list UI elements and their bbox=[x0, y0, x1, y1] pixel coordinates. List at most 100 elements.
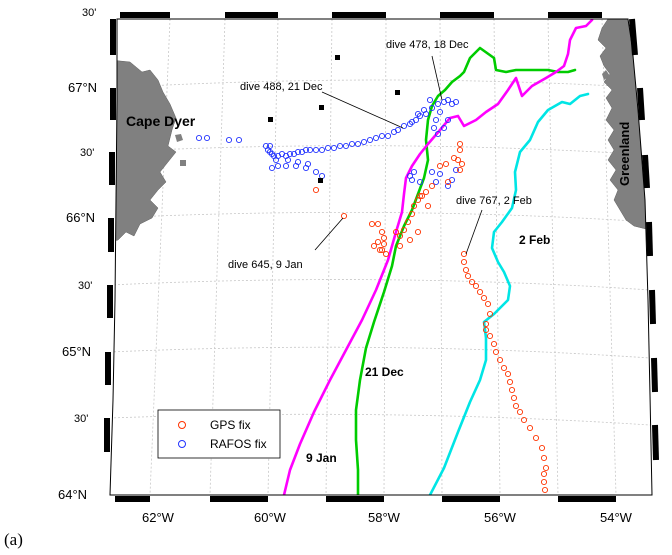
lat-label: 66°N bbox=[66, 210, 95, 225]
rafos-fix bbox=[400, 122, 408, 130]
gps-fix bbox=[444, 178, 452, 186]
rafos-fix bbox=[330, 144, 338, 152]
rafos-fix bbox=[444, 116, 452, 124]
square-marker bbox=[335, 55, 340, 60]
rafos-fix bbox=[282, 162, 290, 170]
gps-fix bbox=[370, 242, 378, 250]
gps-fix bbox=[406, 236, 414, 244]
gps-fix bbox=[382, 250, 390, 258]
rafos-fix bbox=[372, 134, 380, 142]
meridian-59w bbox=[325, 19, 333, 495]
gps-fix bbox=[392, 228, 400, 236]
gps-fix bbox=[380, 234, 388, 242]
rafos-fix bbox=[286, 150, 294, 158]
rafos-fix bbox=[360, 138, 368, 146]
rafos-fix bbox=[430, 124, 438, 132]
gps-fix bbox=[378, 246, 386, 254]
gps-fix bbox=[414, 228, 422, 236]
meridian-62w bbox=[149, 19, 171, 495]
gps-fix bbox=[500, 364, 508, 372]
gps-fix bbox=[460, 250, 468, 258]
lon-label: 62°W bbox=[142, 510, 175, 525]
legend-gps-label: GPS fix bbox=[210, 418, 251, 432]
rafos-fix bbox=[378, 132, 386, 140]
rafos-fix bbox=[348, 140, 356, 148]
dive-annotations: dive 478, 18 Dec dive 488, 21 Dec dive 7… bbox=[228, 39, 532, 271]
meridian-54w bbox=[601, 19, 617, 495]
rafos-fix bbox=[426, 96, 434, 104]
gps-fix bbox=[472, 282, 480, 290]
lat-label: 67°N bbox=[68, 80, 97, 95]
place-label-cape-dyer: Cape Dyer bbox=[126, 113, 196, 129]
rafos-fix bbox=[414, 110, 422, 118]
rafos-fix bbox=[235, 136, 243, 144]
rafos-fix bbox=[306, 146, 314, 154]
gps-fix bbox=[312, 186, 320, 194]
legend: GPS fix RAFOS fix bbox=[157, 409, 281, 459]
gps-fix bbox=[456, 146, 464, 154]
track-label-9-jan: 9 Jan bbox=[306, 451, 337, 465]
gps-fix bbox=[396, 242, 404, 250]
rafos-fix bbox=[432, 178, 440, 186]
gps-fix bbox=[456, 140, 464, 148]
rafos-fix bbox=[436, 108, 444, 116]
lat-label: 30' bbox=[74, 413, 88, 425]
gps-fix bbox=[486, 332, 494, 340]
gps-fix bbox=[408, 210, 416, 218]
map-area bbox=[110, 19, 652, 495]
gps-fix bbox=[422, 188, 430, 196]
square-marker bbox=[319, 105, 324, 110]
rafos-fix bbox=[416, 112, 424, 120]
track-label-21-dec: 21 Dec bbox=[365, 365, 404, 379]
place-label-greenland: Greenland bbox=[617, 122, 632, 186]
gps-fix bbox=[540, 478, 548, 486]
gps-fix bbox=[490, 340, 498, 348]
gps-fix bbox=[378, 228, 386, 236]
annotation-dive-767: dive 767, 2 Feb bbox=[456, 195, 532, 207]
gps-fix bbox=[516, 408, 524, 416]
rafos-fix bbox=[203, 134, 211, 142]
gps-fix bbox=[541, 486, 549, 494]
rafos-fix bbox=[436, 170, 444, 178]
rafos-fix bbox=[266, 148, 274, 156]
rafos-fix bbox=[302, 146, 310, 154]
lon-label: 60°W bbox=[254, 510, 287, 525]
rafos-fix bbox=[266, 142, 274, 150]
rafos-fix bbox=[416, 178, 424, 186]
lat-label: 30' bbox=[78, 280, 92, 292]
gps-fix-points bbox=[312, 140, 550, 494]
panel-label: (a) bbox=[4, 530, 23, 549]
parallel-67n bbox=[110, 79, 651, 89]
gps-fix bbox=[476, 288, 484, 296]
land-baffin-island bbox=[110, 59, 177, 243]
rafos-fix bbox=[354, 140, 362, 148]
rafos-fix bbox=[452, 166, 460, 174]
gps-fix bbox=[396, 232, 404, 240]
leader-dive-488 bbox=[321, 91, 404, 129]
rafos-fix bbox=[394, 126, 402, 134]
lon-label: 56°W bbox=[484, 510, 517, 525]
land-baffin-islet-1 bbox=[175, 134, 183, 142]
gps-fix bbox=[442, 160, 450, 168]
rafos-fix bbox=[408, 176, 416, 184]
leader-dive-478 bbox=[431, 55, 443, 101]
latitude-labels: 30' 67°N 30' 66°N 30' 65°N 30' 64°N bbox=[58, 7, 97, 502]
rafos-fix bbox=[294, 148, 302, 156]
gps-fix bbox=[480, 294, 488, 302]
rafos-fix bbox=[420, 106, 428, 114]
parallel-65n bbox=[110, 346, 651, 359]
rafos-fix bbox=[428, 168, 436, 176]
parallel-66-30 bbox=[110, 145, 651, 156]
track-label-2-feb: 2 Feb bbox=[519, 233, 550, 247]
gps-fix bbox=[416, 192, 424, 200]
rafos-fix bbox=[440, 124, 448, 132]
square-marker bbox=[268, 117, 273, 122]
square-marker bbox=[395, 90, 400, 95]
land-greenland-islet bbox=[602, 70, 610, 80]
gps-fix bbox=[410, 202, 418, 210]
rafos-fix bbox=[318, 146, 326, 154]
gps-fix bbox=[456, 166, 464, 174]
rafos-fix bbox=[324, 144, 332, 152]
gps-fix bbox=[482, 320, 490, 328]
rafos-fix bbox=[408, 118, 416, 126]
